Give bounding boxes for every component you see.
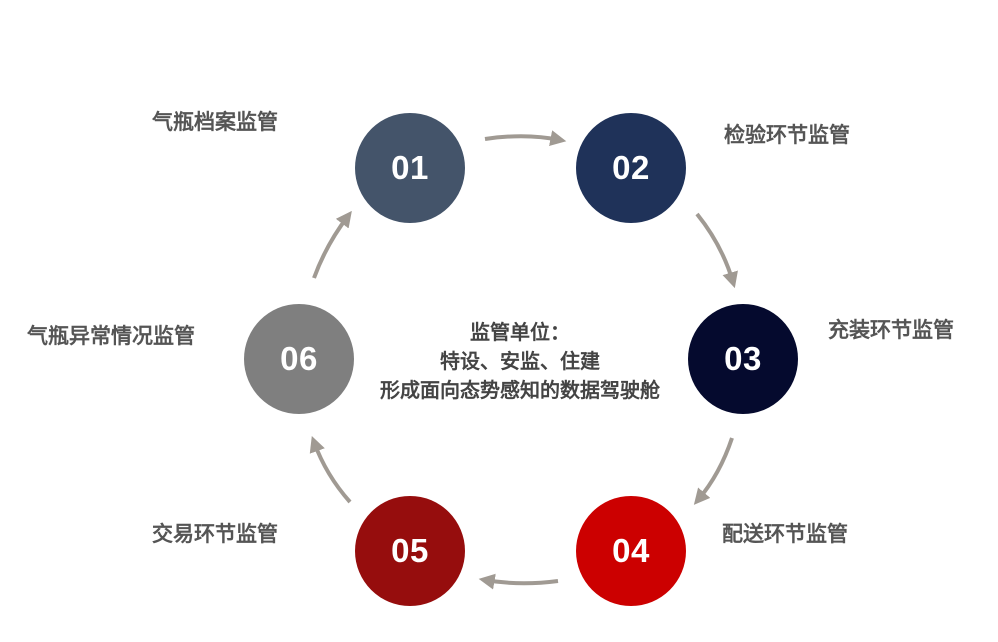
arrow-02-to-03 xyxy=(695,212,738,289)
arrow-04-to-05 xyxy=(478,573,559,590)
label-06: 气瓶异常情况监管 xyxy=(27,324,195,348)
center-line-1: 监管单位： xyxy=(470,320,570,344)
node-02: 02 xyxy=(576,113,686,223)
node-01: 01 xyxy=(355,113,465,223)
arrow-05-to-06 xyxy=(309,435,352,504)
node-03: 03 xyxy=(688,304,798,414)
label-01: 气瓶档案监管 xyxy=(152,110,278,134)
arrow-06-to-01 xyxy=(312,210,352,279)
label-04: 配送环节监管 xyxy=(722,522,848,546)
arrow-01-to-02 xyxy=(484,130,567,146)
label-02: 检验环节监管 xyxy=(724,123,850,147)
center-line-2: 特设、安监、住建 xyxy=(440,349,600,373)
node-04: 04 xyxy=(576,496,686,606)
node-05: 05 xyxy=(355,496,465,606)
node-06: 06 xyxy=(244,304,354,414)
label-03: 充装环节监管 xyxy=(828,318,954,342)
center-text: 监管单位： 特设、安监、住建 形成面向态势感知的数据驾驶舱 xyxy=(300,318,740,405)
center-line-3: 形成面向态势感知的数据驾驶舱 xyxy=(380,378,660,402)
label-05: 交易环节监管 xyxy=(152,522,278,546)
arrow-03-to-04 xyxy=(693,437,734,505)
